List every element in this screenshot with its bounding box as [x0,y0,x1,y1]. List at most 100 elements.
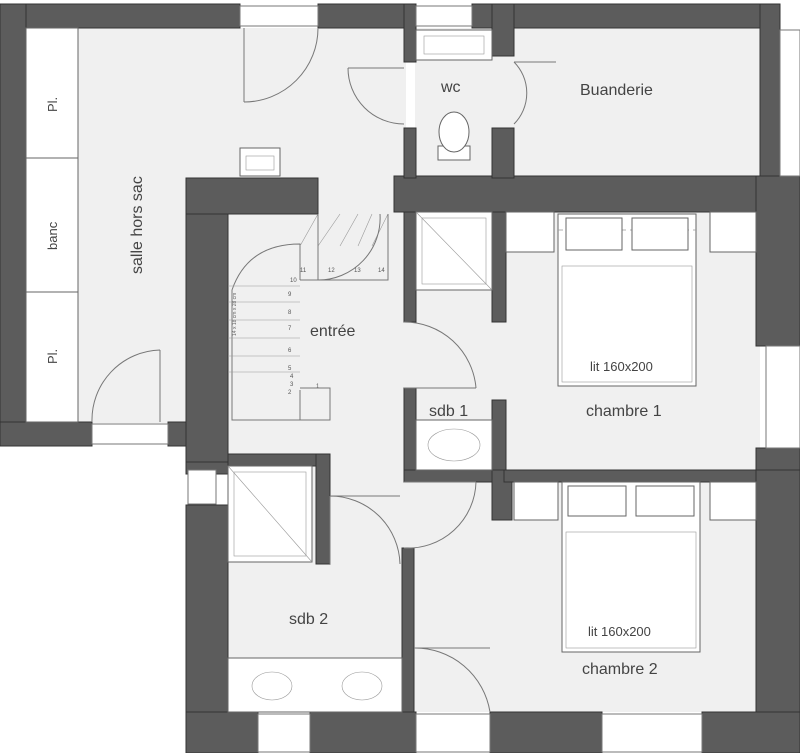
wall-bottom-left [0,421,93,447]
stair-step-4: 4 [290,374,294,380]
wall-wc-left-bottom [403,127,417,179]
wall-wc-right-top [491,3,515,57]
sink-wc [415,29,493,61]
shower-sdb2-diag [227,465,313,563]
wall-entree-top [185,177,319,215]
pillow-ch1-right [631,217,689,251]
placards [25,27,79,423]
label-entree: entrée [310,323,355,340]
window-top-2 [415,5,473,27]
pillow-ch2-left [567,485,627,517]
door-salle-exit[interactable] [91,349,161,423]
window-bottom-ch2-a [415,713,491,753]
wall-bottom-2 [309,711,417,753]
stair-step-5: 5 [288,366,292,372]
door-sdb1[interactable] [403,481,477,549]
staircase: 14 x 18 cm x 28 cm 1 2 3 4 5 6 7 8 9 10 … [228,213,389,421]
label-chambre-1: chambre 1 [586,403,662,420]
wall-right-mid [755,175,800,347]
stair-step-10: 10 [290,278,297,284]
stair-step-2: 2 [288,390,292,396]
bed-chambre-2 [513,481,757,653]
window-sdb2-left [187,469,217,505]
stair-step-7: 7 [288,326,292,332]
label-salle-hors-sac: salle hors sac [129,176,146,274]
sink-sdb1 [415,419,493,471]
shower-sdb2-inner [233,471,307,557]
toilet [437,111,471,161]
door-wc-right[interactable] [513,61,556,125]
label-placard-top: Pl. [45,97,60,112]
label-buanderie: Buanderie [580,82,653,99]
label-sdb1: sdb 1 [429,403,468,420]
stair-step-13: 13 [354,268,361,274]
stair-upper-treads [299,213,389,247]
walls [0,3,800,753]
placard-bottom [25,291,79,423]
stair-step-8: 8 [288,310,292,316]
sink-wc-basin [423,35,485,55]
wall-sdb2-right-top [315,453,331,565]
wall-ch1-left-bottom [491,399,507,471]
sink-salle [239,147,281,177]
wall-top-mid [317,3,417,29]
stair-treads [228,285,300,373]
nightstand-ch2-right [709,481,757,521]
window-bottom-ch2-b [601,713,703,753]
placard-top [25,27,79,159]
wall-entree-left [185,177,229,469]
bed-ch1-duvet [561,265,693,383]
stair-step-9: 9 [288,292,292,298]
label-chambre-2: chambre 2 [582,661,658,678]
stair-step-14: 14 [378,268,385,274]
label-wc: wc [440,79,461,96]
pillow-ch1-left [565,217,623,251]
stair-step-11: 11 [300,268,307,274]
stair-step-3: 3 [290,382,294,388]
window-top-1 [239,5,319,27]
stair-step-6: 6 [288,348,292,354]
bench [25,157,79,293]
doors [91,27,556,713]
sink-sdb2-right [341,671,383,701]
wall-sdb1-left [403,211,417,323]
window-right-buanderie [779,29,800,177]
wall-right-bottom [755,469,800,753]
door-chambre-2[interactable] [413,647,491,713]
wall-bottom-4 [701,711,800,753]
label-banc: banc [45,221,60,250]
nightstand-ch1-right [709,211,757,253]
stair-step-1: 1 [316,384,320,390]
windows [91,5,800,753]
pillow-ch2-right [635,485,695,517]
door-chambre-1[interactable] [403,321,477,389]
wall-left [0,3,27,447]
window-right-ch1 [765,345,800,449]
door-top-salle[interactable] [243,27,319,103]
wall-bottom-3 [489,711,603,753]
wall-ch1-left-top [491,211,507,323]
sink-sdb2-left [251,671,293,701]
shower-sdb1-inner [421,217,487,285]
stair-landing [300,387,331,421]
sink-sdb1-basin [427,428,481,462]
door-entree-top[interactable] [317,213,381,281]
nightstand-ch2-left [513,481,559,521]
label-bed-1: lit 160x200 [590,359,653,374]
wall-sdb2-top [227,453,321,467]
nightstand-ch1-left [505,211,555,253]
sink-salle-basin [245,155,275,171]
shower-sdb1-diag [415,211,493,291]
wall-sdb1-left-bottom [403,387,417,483]
stair-upper-edge [300,214,389,281]
door-sdb2[interactable] [329,495,401,565]
wall-wc-right-bottom [491,127,515,179]
wall-bottom-1 [185,711,259,753]
double-sink-sdb2 [227,657,403,713]
door-wc-left[interactable] [347,67,405,125]
label-sdb2: sdb 2 [289,611,328,628]
labels: wc Buanderie salle hors sac Pl. banc Pl.… [45,79,662,678]
fixtures [227,29,493,713]
bed-ch2-duvet [565,531,697,649]
